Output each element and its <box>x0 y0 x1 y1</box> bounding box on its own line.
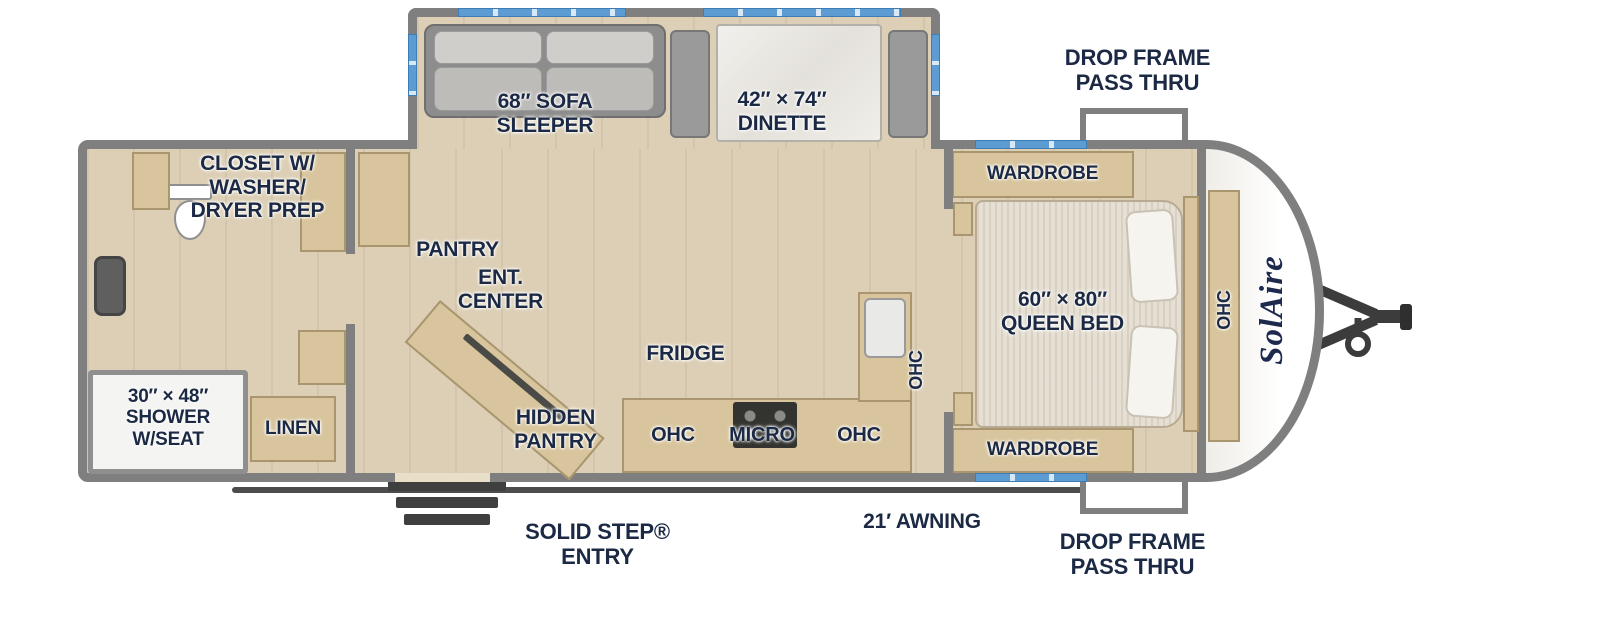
entry-step-3 <box>404 514 490 525</box>
label-line: SLEEPER <box>496 113 594 137</box>
label-line: SOLID STEP® <box>525 519 670 544</box>
drop-frame-bottom-label: DROP FRAME PASS THRU <box>1040 529 1225 579</box>
label-line: PASS THRU <box>1075 69 1200 95</box>
hidden-pantry-label: HIDDEN PANTRY <box>498 406 613 453</box>
closet-label: CLOSET W/ WASHER/ DRYER PREP <box>150 152 365 223</box>
label-line: OHC <box>1213 290 1234 330</box>
pillow-bottom <box>1124 324 1180 420</box>
rear-window <box>94 256 126 316</box>
slideout-window-right-side <box>931 34 940 96</box>
entry-door-opening <box>395 473 490 482</box>
label-line: SolAire <box>1253 255 1290 365</box>
label-line: FRIDGE <box>646 342 725 365</box>
drop-frame-top-label: DROP FRAME PASS THRU <box>1045 45 1230 95</box>
fridge-label: FRIDGE <box>638 342 733 366</box>
pantry-cabinet <box>358 152 410 247</box>
label-line: 60″ × 80″ <box>1018 288 1107 311</box>
label-line: ENTRY <box>561 543 634 569</box>
label-line: 30″ × 48″ <box>127 386 209 407</box>
nose-ohc-label: OHC <box>1214 280 1234 340</box>
dinette-bench-left <box>670 30 710 138</box>
wardrobe-bottom-label: WARDROBE <box>960 439 1125 460</box>
sofa-label: 68″ SOFA SLEEPER <box>470 90 620 137</box>
bathroom-wall-lower <box>346 324 355 473</box>
sofa-seat-cushion <box>546 67 654 111</box>
label-line: ENT. <box>478 266 523 289</box>
bed-bench-bottom <box>953 392 973 426</box>
bedroom-window-bottom <box>975 473 1087 482</box>
sofa-sleeper <box>424 24 666 118</box>
bathroom-wall-upper <box>346 149 355 254</box>
linen-cabinet <box>250 396 336 462</box>
dinette-table <box>716 24 882 142</box>
label-line: PANTRY <box>416 238 499 261</box>
label-line: OHC <box>905 350 926 390</box>
wardrobe-top-cabinet <box>952 151 1134 198</box>
label-line: DROP FRAME <box>1059 529 1206 554</box>
toilet-bowl <box>174 200 206 240</box>
label-line: LINEN <box>264 418 321 439</box>
label-line: OHC <box>651 424 695 446</box>
label-line: 21′ AWNING <box>863 510 981 533</box>
ohc-right-label: OHC <box>828 424 890 446</box>
sofa-back-cushion <box>546 31 654 64</box>
label-line: DINETTE <box>737 111 827 135</box>
ohc-left-label: OHC <box>642 424 704 446</box>
label-line: OHC <box>837 424 881 446</box>
label-line: DRYER PREP <box>190 199 325 223</box>
label-line: PANTRY <box>514 429 597 453</box>
nose-ohc-cabinet <box>1208 190 1240 442</box>
ent-center-label: ENT. CENTER <box>443 266 558 313</box>
label-line: DROP FRAME <box>1064 45 1211 70</box>
bed-headboard <box>1183 196 1199 432</box>
label-line: CENTER <box>457 289 544 313</box>
sofa-seat-cushion <box>434 67 542 111</box>
bedroom-window-top <box>975 140 1087 149</box>
sofa-back-cushion <box>434 31 542 64</box>
label-line: HIDDEN <box>515 406 596 429</box>
label-line: WARDROBE <box>986 163 1099 184</box>
pantry-label: PANTRY <box>405 238 510 262</box>
bath-vanity <box>132 152 170 210</box>
awning-bar <box>232 487 1140 493</box>
shower <box>88 370 248 474</box>
wardrobe-top-label: WARDROBE <box>960 163 1125 184</box>
hitch-icon <box>1314 283 1412 357</box>
solid-step-label: SOLID STEP® ENTRY <box>505 519 690 569</box>
wardrobe-bottom-cabinet <box>952 428 1134 473</box>
label-line: SHOWER <box>125 407 211 429</box>
label-line: 68″ SOFA <box>497 90 593 113</box>
bedroom-wall-lower <box>944 412 953 473</box>
slideout-window-right-top <box>703 8 901 17</box>
brand-logo: SolAire <box>1250 230 1294 390</box>
label-line: WARDROBE <box>986 439 1099 460</box>
stove <box>733 402 797 448</box>
washer-dryer-closet <box>300 152 346 252</box>
label-line: 42″ × 74″ <box>737 88 827 111</box>
label-line: QUEEN BED <box>1000 311 1125 335</box>
bed-bench-top <box>953 202 973 236</box>
awning-label: 21′ AWNING <box>842 510 1002 534</box>
shower-label: 30″ × 48″ SHOWER W/SEAT <box>92 386 244 450</box>
dinette-bench-right <box>888 30 928 138</box>
dinette-label: 42″ × 74″ DINETTE <box>707 88 857 135</box>
micro-label: MICRO <box>716 424 808 446</box>
counter-ohc-label: OHC <box>906 340 926 400</box>
label-line: PASS THRU <box>1070 553 1195 579</box>
sink <box>864 298 906 358</box>
slideout-window-left-side <box>408 34 417 96</box>
slideout-window-left-top <box>458 8 626 17</box>
bedroom-wall-upper <box>944 149 953 209</box>
label-line: MICRO <box>729 424 795 446</box>
label-line: CLOSET W/ <box>200 152 315 175</box>
entry-step-2 <box>396 497 498 508</box>
label-line: WASHER/ <box>209 175 306 199</box>
label-line: W/SEAT <box>132 428 204 450</box>
queen-bed-label: 60″ × 80″ QUEEN BED <box>980 288 1145 335</box>
bath-cabinet <box>298 330 346 385</box>
entry-step-1 <box>388 480 506 491</box>
linen-label: LINEN <box>252 418 334 439</box>
